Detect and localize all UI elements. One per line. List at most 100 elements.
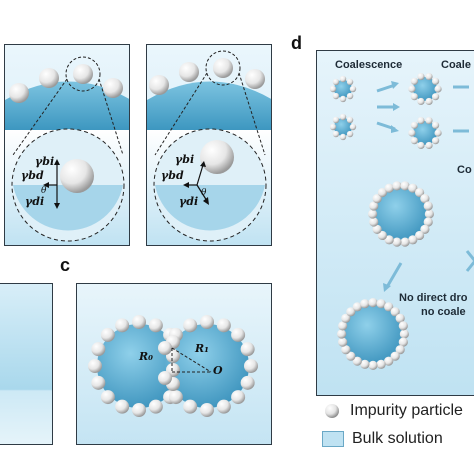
impurity-particle-icon <box>325 404 339 418</box>
theta-label: θ <box>41 186 47 196</box>
impurity-particle <box>360 359 370 369</box>
impurity-particle <box>424 209 434 219</box>
impurity-particle <box>103 78 123 98</box>
impurity-particle <box>417 116 425 125</box>
impurity-particle <box>183 318 198 333</box>
impurity-particle <box>183 399 198 414</box>
impurity-particle <box>346 130 354 138</box>
droplet <box>343 304 403 364</box>
impurity-particle <box>240 375 255 390</box>
particle-ring <box>88 315 258 417</box>
impurity-particle <box>369 217 379 227</box>
droplet <box>374 187 428 241</box>
impurity-particle <box>410 121 419 129</box>
impurity-particle <box>349 123 357 131</box>
legend-impurity-label: Impurity particle <box>350 402 463 419</box>
impurity-particle <box>425 141 433 150</box>
impurity-particle <box>395 345 405 355</box>
impurity-particle <box>339 133 347 141</box>
r1-label: R₁ <box>194 342 209 355</box>
impurity-particle <box>91 342 106 357</box>
impurity-particle <box>410 137 419 145</box>
legend-impurity: Impurity particle <box>322 401 463 421</box>
o-label: O <box>213 364 223 377</box>
impurity-particle <box>240 342 255 357</box>
bulk-solution-swatch <box>322 431 344 447</box>
impurity-particle <box>400 181 410 191</box>
impurity-particle <box>376 359 386 369</box>
gamma-bi-label: γbi <box>35 155 54 168</box>
legend-bulk-label: Bulk solution <box>352 430 443 447</box>
impurity-particle <box>216 318 231 333</box>
impurity-particle <box>158 341 172 355</box>
impurity-particle <box>216 399 231 414</box>
impurity-particle <box>338 337 348 347</box>
impurity-particle <box>368 360 378 370</box>
impurity-particle <box>372 194 382 204</box>
impurity-particle <box>9 83 29 103</box>
impurity-particle <box>352 302 362 312</box>
droplet <box>413 121 437 145</box>
impurity-particle <box>360 299 370 309</box>
impurity-particle <box>149 75 169 95</box>
impurity-particle <box>395 313 405 323</box>
impurity-particle <box>423 201 433 211</box>
impurity-particle <box>168 390 183 405</box>
impurity-particle <box>332 130 340 138</box>
impurity-particle <box>399 329 409 339</box>
impurity-particle <box>341 313 351 323</box>
impurity-particle <box>132 315 146 329</box>
impurity-particle <box>329 123 337 131</box>
impurity-particle <box>420 224 430 234</box>
impurity-particle <box>417 72 425 81</box>
impurity-particle <box>384 356 394 366</box>
gamma-bd-label: γbd <box>21 169 44 182</box>
impurity-particle <box>384 183 394 193</box>
impurity-particle <box>213 58 233 78</box>
impurity-particle <box>346 92 354 100</box>
impurity-particle <box>410 77 419 85</box>
impurity-particle <box>73 64 93 84</box>
impurity-particle <box>200 315 214 329</box>
panel-b-left-graphic: γbi γbd θ γdi <box>5 45 129 245</box>
impurity-particle <box>231 327 246 342</box>
impurity-particle <box>417 97 425 106</box>
impurity-particle <box>408 85 416 93</box>
impurity-particle <box>337 329 347 339</box>
impurity-particle <box>158 371 172 385</box>
impurity-particle <box>390 307 400 317</box>
impurity-particle-zoomed <box>200 140 234 174</box>
impurity-particle <box>346 116 354 124</box>
droplet-cap <box>147 81 271 130</box>
impurity-particle <box>346 351 356 361</box>
impurity-particle <box>332 92 340 100</box>
panel-d-graphic: Coalescence Coale Co No direct dro no co… <box>317 51 474 395</box>
panel-label-c: c <box>60 255 71 275</box>
droplet <box>334 80 352 98</box>
impurity-particle <box>398 321 408 331</box>
impurity-particle <box>377 230 388 241</box>
impurity-particle <box>91 375 106 390</box>
impurity-particle <box>423 217 433 227</box>
droplet-cap <box>5 81 129 130</box>
impurity-particle <box>431 121 440 129</box>
panel-d: Coalescence Coale Co No direct dro no co… <box>316 50 474 396</box>
impurity-particle <box>179 62 199 82</box>
impurity-particle <box>410 93 419 101</box>
impurity-particle <box>346 307 356 317</box>
panel-c-graphic: R₀ R₁ O <box>77 284 271 444</box>
droplet <box>334 118 352 136</box>
impurity-particle <box>244 359 258 373</box>
panel-b-left: γbi γbd θ γdi <box>4 44 130 246</box>
impurity-particle <box>408 235 418 245</box>
impurity-particle <box>414 187 425 198</box>
impurity-particle <box>338 321 348 331</box>
impurity-particle <box>341 345 351 355</box>
impurity-particle <box>115 318 130 333</box>
impurity-particle <box>414 230 425 241</box>
impurity-particle <box>420 194 430 204</box>
panel-label-d: d <box>291 33 302 53</box>
impurity-particle <box>431 137 440 145</box>
impurity-particle <box>368 209 378 219</box>
impurity-particle <box>425 72 433 81</box>
